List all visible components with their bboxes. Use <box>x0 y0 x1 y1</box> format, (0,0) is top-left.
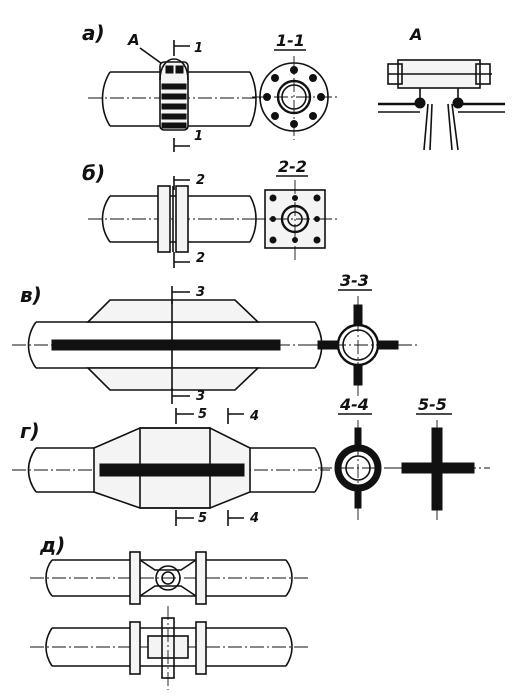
cover-plate-v-top <box>86 299 260 323</box>
cut-mark-5-top-label: 5 <box>198 407 207 422</box>
section-5-5-title: 5-5 <box>418 395 447 414</box>
section-2-2: 2-2 <box>252 157 340 262</box>
variant-b-flange-joint: б) 2 2 <box>82 161 262 268</box>
cut-mark-3-top <box>171 286 190 304</box>
detail-a-gasket <box>423 103 459 151</box>
detail-a: А <box>378 25 505 151</box>
coupling-d-upper <box>139 559 197 597</box>
detail-a-weld-left <box>414 97 426 109</box>
detail-a-weld-right <box>452 97 464 109</box>
section-5-5-cross <box>401 427 475 511</box>
cut-mark-2-top <box>173 176 190 190</box>
variant-a-label: а) <box>82 21 105 45</box>
detail-a-nut-right <box>475 63 491 85</box>
section-1-1-title: 1-1 <box>276 31 305 50</box>
cut-mark-5-top <box>175 408 194 424</box>
section-5-5: 5-5 <box>396 395 490 520</box>
cut-mark-5-bottom-label: 5 <box>198 511 207 526</box>
cover-plate-v-bottom <box>86 367 260 391</box>
variant-d-pin-joint: д) <box>30 533 310 690</box>
section-4-4-title: 4-4 <box>339 395 369 414</box>
pipe-d-upper-ends <box>45 559 293 597</box>
cut-mark-3-bottom <box>171 388 190 404</box>
flange-b-left <box>157 185 171 253</box>
flange-d-upper-right <box>195 551 207 605</box>
flange-d-upper-left <box>129 551 141 605</box>
variant-g-sleeve-joint: г) 5 4 5 4 <box>12 407 330 526</box>
cut-mark-4-bottom <box>227 510 244 526</box>
flange-d-lower-left <box>129 621 141 675</box>
flange-a-top <box>159 58 189 81</box>
cut-mark-1-bottom-label: 1 <box>194 129 203 144</box>
detail-a-callout: А <box>127 31 140 49</box>
weld-seam-g <box>99 463 245 477</box>
pipe-d-lower-body <box>52 627 286 667</box>
variant-g-label: г) <box>20 419 40 443</box>
section-2-2-bolts <box>269 194 321 244</box>
cut-mark-4-bottom-label: 4 <box>249 511 259 526</box>
cut-mark-3-top-label: 3 <box>196 285 205 300</box>
flange-b-right <box>175 185 189 253</box>
cut-mark-2-top-label: 2 <box>196 173 205 188</box>
cut-mark-1-bottom <box>173 138 190 152</box>
cut-mark-5-bottom <box>175 510 194 526</box>
cut-mark-4-top-label: 4 <box>249 409 259 424</box>
cut-mark-4-top <box>227 408 244 424</box>
cut-mark-1-top-label: 1 <box>194 41 203 56</box>
variant-b-label: б) <box>82 161 105 185</box>
pipe-d-upper-body <box>52 559 286 597</box>
section-2-2-title: 2-2 <box>278 157 307 176</box>
pipe-a-ends <box>101 71 257 127</box>
section-4-4: 4-4 <box>318 395 400 520</box>
cut-mark-2-bottom <box>173 252 190 268</box>
variant-d-label: д) <box>39 533 65 557</box>
detail-a-flanges <box>419 88 459 102</box>
pin-head-d-upper-inner <box>161 571 175 585</box>
cut-mark-3-bottom-label: 3 <box>196 389 205 404</box>
cut-mark-2-bottom-label: 2 <box>196 251 205 266</box>
section-1-1: 1-1 <box>252 31 340 140</box>
variant-v-plate-joint: в) 3 3 <box>12 283 330 404</box>
section-3-3-title: 3-3 <box>340 271 369 290</box>
detail-a-title: А <box>408 25 422 44</box>
variant-a-flange-joint: а) А 1 1 <box>82 21 262 152</box>
pipe-d-lower-ends <box>45 627 293 667</box>
detail-a-nut-left <box>387 63 403 85</box>
pin-head-d-upper <box>155 565 181 591</box>
cut-mark-1-top <box>173 40 190 56</box>
weld-seam-v <box>51 339 281 351</box>
section-3-3: 3-3 <box>310 271 420 396</box>
variant-v-label: в) <box>20 283 42 307</box>
flange-a-bolts <box>161 65 187 129</box>
flange-d-lower-right <box>195 621 207 675</box>
